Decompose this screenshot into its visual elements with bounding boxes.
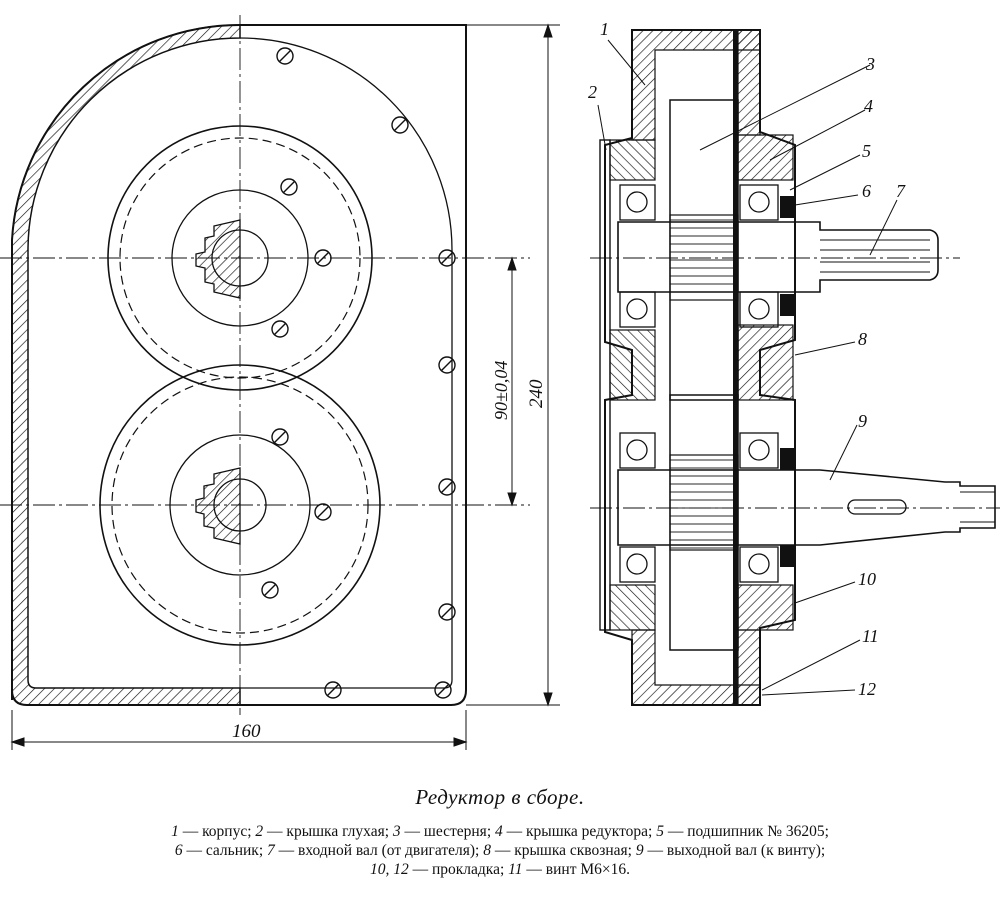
callout-6: 6 (862, 181, 871, 201)
cover-left-hatched-upper (609, 139, 656, 181)
callout-2: 2 (588, 82, 597, 102)
gasket-right (733, 30, 738, 705)
housing-right-wall-hatched-lower (737, 629, 761, 706)
front-center-lines (0, 15, 530, 715)
dimension-lines (10, 23, 560, 750)
callout-10: 10 (858, 569, 876, 589)
dimension-height: 240 (526, 379, 547, 408)
cover-screws (261, 47, 456, 699)
dimension-width: 160 (232, 721, 261, 742)
legend-text: — винт М6×16. (522, 861, 630, 878)
callout-5: 5 (862, 141, 871, 161)
callout-4: 4 (864, 96, 873, 116)
dimension-center-distance: 90±0,04 (491, 361, 511, 420)
lower-shaft-spline-section (195, 467, 241, 545)
legend-text: — прокладка; (408, 861, 509, 878)
legend-num: 1 (171, 823, 179, 840)
legend-text: — шестерня; (400, 823, 495, 840)
legend-text: — корпус; (178, 823, 256, 840)
side-center-lines (590, 257, 1000, 509)
lower-gear-teeth (669, 454, 739, 551)
legend-num: 6 (174, 842, 183, 859)
drawing-title: Редуктор в сборе. (415, 785, 585, 809)
input-shaft (617, 221, 939, 293)
legend-line-2: 6 — сальник; 7 — входной вал (от двигате… (0, 841, 1000, 860)
callout-1: 1 (600, 19, 609, 39)
legend-num: 5 (656, 823, 664, 840)
legend-num: 7 (267, 842, 275, 859)
callout-7: 7 (896, 181, 906, 201)
legend-num: 11 (508, 861, 523, 878)
legend-text: — выходной вал (к винту); (643, 842, 826, 859)
legend-text: — входной вал (от двигателя); (274, 842, 484, 859)
cover-right-hatched-mid (737, 324, 794, 401)
callout-8: 8 (858, 329, 867, 349)
legend-num: 9 (635, 842, 644, 859)
callout-9: 9 (858, 411, 867, 431)
callout-12: 12 (858, 679, 876, 699)
callout-11: 11 (862, 626, 879, 646)
legend-num: 3 (392, 823, 401, 840)
output-shaft (617, 469, 996, 546)
cover-right-hatched-lower (737, 584, 794, 631)
housing-right-wall-hatched (737, 29, 761, 136)
reducer-assembly-drawing: 160 240 90±0,04 (0, 15, 1000, 750)
legend-line-3: 10, 12 — прокладка; 11 — винт М6×16. (0, 860, 1000, 879)
legend-num: 8 (483, 842, 491, 859)
callout-3: 3 (865, 54, 875, 74)
housing-inner-outline (239, 37, 453, 689)
callout-leaders (597, 39, 898, 696)
legend-text: — крышка сквозная; (490, 842, 636, 859)
upper-gear-teeth (669, 214, 739, 301)
legend-text: — крышка глухая; (263, 823, 393, 840)
gasket-left (599, 139, 611, 631)
legend-text: — подшипник № 36205; (663, 823, 829, 840)
side-section-view: 1 2 3 4 5 6 7 8 9 10 11 12 (588, 19, 1000, 706)
legend-num: 4 (495, 823, 503, 840)
bearings (619, 184, 779, 583)
legend-num: 2 (255, 823, 264, 840)
cover-right-hatched-upper (737, 134, 794, 181)
legend-text: — крышка редуктора; (502, 823, 657, 840)
cover-left-hatched-lower (609, 584, 656, 631)
front-view: 160 240 90±0,04 (0, 15, 560, 750)
parts-legend: 1 — корпус; 2 — крышка глухая; 3 — шесте… (0, 822, 1000, 879)
legend-line-1: 1 — корпус; 2 — крышка глухая; 3 — шесте… (0, 822, 1000, 841)
upper-shaft-spline-section (195, 219, 241, 299)
legend-num: 10, 12 (369, 861, 409, 878)
output-shaft-keyway (847, 499, 907, 515)
shaft-seals (780, 196, 794, 567)
input-shaft-splines (820, 239, 930, 273)
output-shaft-thread (960, 491, 995, 523)
cover-left-hatched-mid (609, 329, 656, 401)
legend-text: — сальник; (182, 842, 268, 859)
housing-wall-hatched (11, 24, 241, 706)
